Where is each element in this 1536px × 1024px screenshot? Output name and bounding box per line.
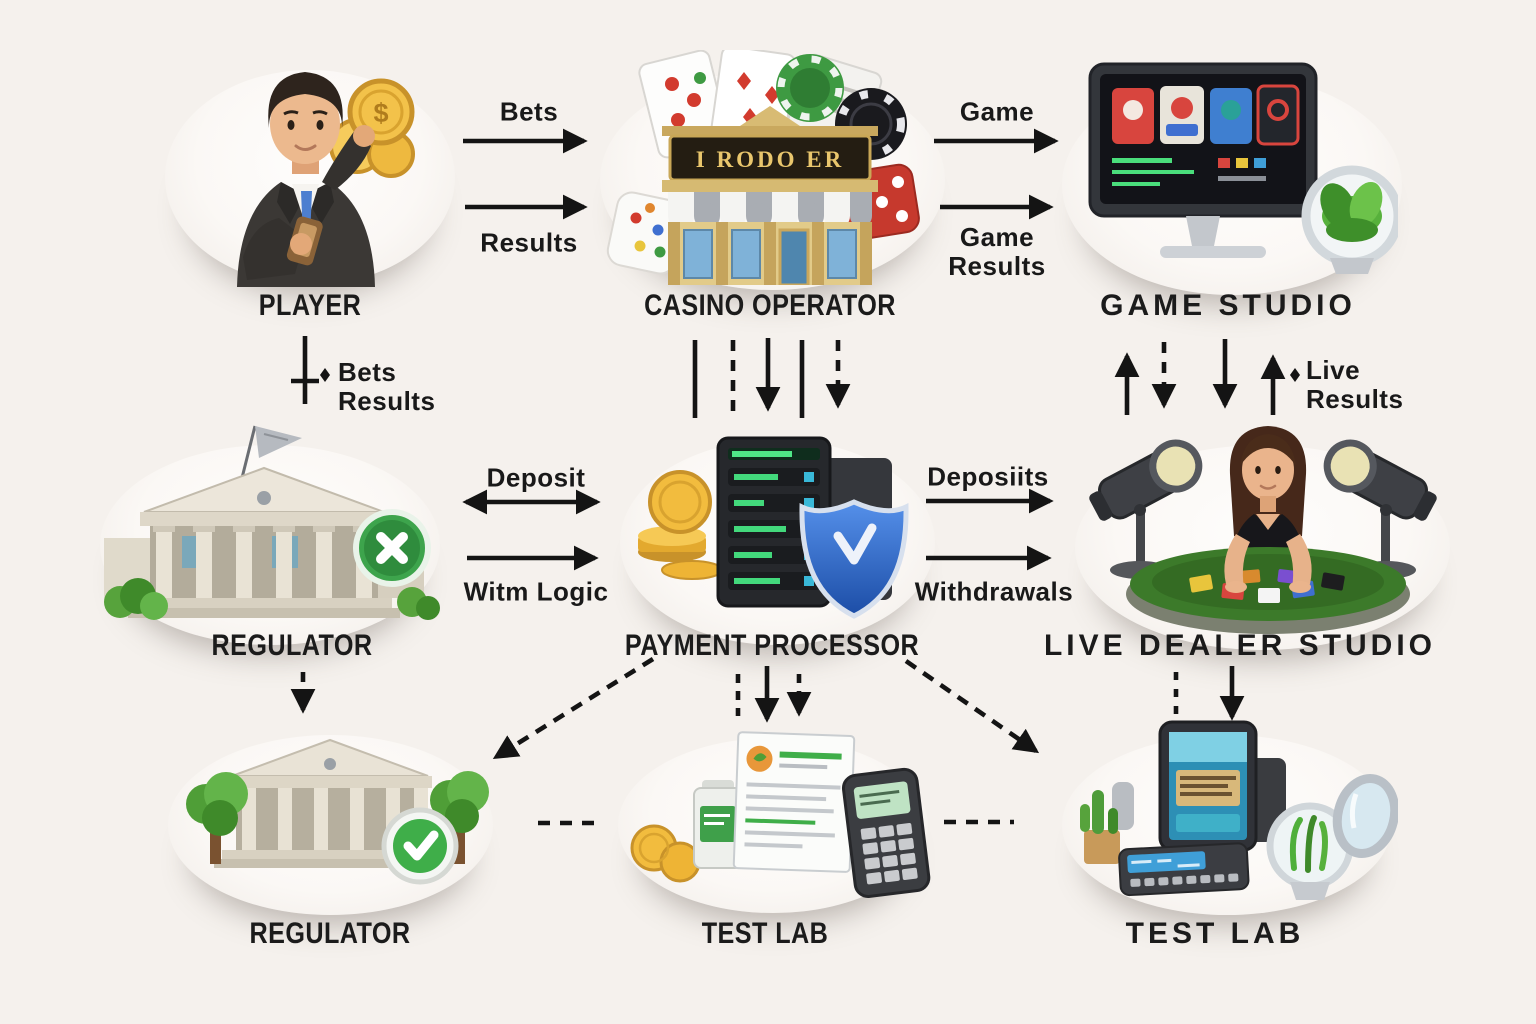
arrow-payment-regulator2-diagonal	[492, 657, 655, 759]
tree-icon	[430, 771, 489, 864]
edge-label-withdrawals: Withdrawals	[914, 576, 1074, 607]
node-label-casino-operator: CASINO OPERATOR	[644, 289, 896, 322]
monitor-stand	[1160, 216, 1266, 258]
dealer-arms	[1224, 534, 1312, 593]
node-label-player: PLAYER	[258, 289, 362, 322]
plant-orb-icon	[1301, 165, 1398, 274]
flag-icon	[240, 425, 302, 479]
player-illustration: $ $	[237, 72, 415, 287]
gold-coins-icon	[638, 470, 723, 580]
pos-terminal-icon	[841, 767, 931, 898]
studio-light-left-icon	[1089, 439, 1203, 579]
edge-label-game-results: Game Results	[948, 221, 1046, 281]
payment-processor-illustration	[638, 436, 909, 619]
console-keyboard-icon	[1118, 842, 1250, 897]
game-studio-illustration	[1088, 62, 1398, 274]
card-table-icon	[1126, 534, 1410, 634]
diamond-bullet	[320, 368, 330, 382]
test-lab-2-illustration	[1080, 720, 1398, 900]
node-label-regulator: REGULATOR	[211, 629, 373, 662]
live-dealer-illustration	[1089, 426, 1437, 634]
regulator-2-illustration	[186, 738, 489, 885]
edge-label-bets: Bets	[499, 96, 559, 127]
node-label-payment-processor: PAYMENT PROCESSOR	[624, 629, 920, 662]
edge-label-live-results: Live Results	[1306, 355, 1404, 415]
businessman-icon	[237, 72, 375, 287]
x-badge-icon	[353, 509, 431, 587]
edge-label-deposit: Deposit	[486, 462, 586, 493]
gold-coins-icon	[630, 824, 701, 883]
grass-orb-icon	[1266, 802, 1354, 900]
casino-building-icon: I RODO ER	[662, 106, 878, 285]
edge-label-bets-results: Bets Results	[338, 357, 436, 417]
bush-icon	[104, 578, 168, 620]
diamond-bullet	[1290, 368, 1300, 382]
node-label-game-studio: GAME STUDIO	[1100, 289, 1356, 322]
game-thumbnails	[1112, 84, 1300, 146]
edge-label-game: Game	[959, 96, 1035, 127]
plant-icon	[1080, 782, 1134, 864]
node-label-test-lab: TEST LAB	[701, 917, 829, 950]
tree-icon	[186, 772, 248, 864]
coin-dollar-symbol: $	[373, 98, 388, 128]
document-icon	[732, 731, 856, 873]
regulator-illustration	[104, 425, 440, 620]
shield-icon	[799, 499, 909, 619]
edge-label-witm-logic: Witm Logic	[463, 576, 609, 607]
canister-icon	[693, 780, 743, 869]
arrow-payment-testlab2-diagonal	[904, 659, 1040, 754]
check-badge-icon	[381, 807, 459, 885]
tablet-icon	[1158, 720, 1258, 852]
bush-icon	[397, 587, 440, 620]
test-lab-illustration	[630, 731, 931, 898]
edge-label-results: Results	[480, 227, 578, 258]
white-die-icon	[606, 191, 686, 275]
lens-icon	[1332, 774, 1398, 858]
node-label-regulator-2: REGULATOR	[249, 917, 411, 950]
monitor-icon	[1088, 62, 1318, 218]
node-label-live-dealer-studio: LIVE DEALER STUDIO	[1043, 629, 1437, 662]
node-label-test-lab-2: TEST LAB	[1125, 917, 1305, 950]
edge-label-deposits: Deposiits	[927, 461, 1049, 492]
casino-operator-illustration: I RODO ER	[606, 50, 920, 285]
casino-sign-text: I RODO ER	[696, 147, 844, 172]
